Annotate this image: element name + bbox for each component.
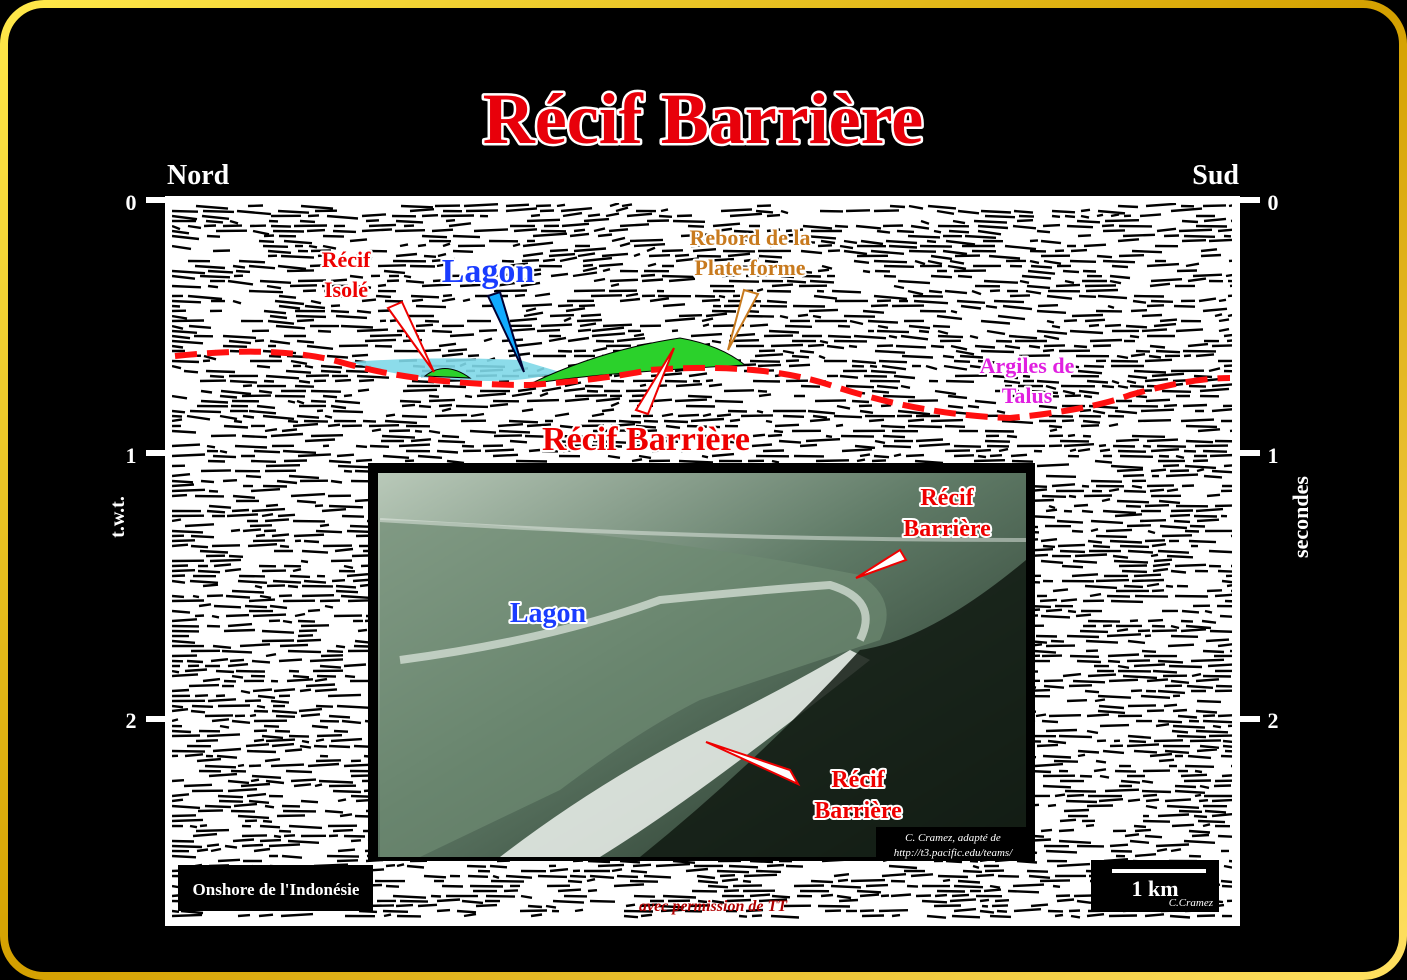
location-label: Onshore de l'Indonésie — [193, 880, 360, 899]
photo-label-lagon: Lagon — [510, 598, 587, 629]
tick-0-right: 0 — [1268, 190, 1279, 215]
isolated-reef-body — [423, 368, 472, 379]
right-axis: 0 1 2 secondes — [1240, 190, 1313, 733]
label-rebord-2: Plate-forme — [694, 255, 805, 280]
direction-north: Nord — [167, 160, 230, 191]
label-argiles-2: Talus — [1002, 383, 1053, 408]
photo-credit-1: C. Cramez, adapté de — [905, 832, 1001, 844]
page-title: Récif Barrière — [483, 79, 923, 159]
arrow-photo-top — [855, 548, 908, 579]
arrow-recif-barriere — [634, 347, 675, 416]
permission-note: avec permission de TT — [639, 898, 788, 915]
label-recif-isole-1: Récif — [322, 247, 372, 272]
arrow-photo-bottom — [705, 741, 801, 787]
arrow-rebord — [727, 288, 760, 351]
arrow-lagon — [486, 290, 525, 373]
aerial-photo-inset: Récif Barrière Lagon Récif Barrière C. C… — [368, 463, 1035, 861]
photo-label-recif-bottom-1: Récif — [831, 767, 885, 793]
photo-label-recif-top-1: Récif — [920, 485, 974, 511]
horizon-line — [174, 348, 1231, 422]
photo-label-recif-top-2: Barrière — [903, 516, 991, 542]
label-rebord-1: Rebord de la — [690, 225, 811, 250]
tick-2-right: 2 — [1268, 708, 1279, 733]
label-recif-isole-2: Isolé — [324, 277, 368, 302]
scale-bar — [1112, 869, 1206, 873]
location-box — [178, 865, 373, 911]
tick-1-right: 1 — [1268, 443, 1279, 468]
tick-2-left: 2 — [126, 708, 137, 733]
direction-south: Sud — [1192, 160, 1239, 191]
label-lagon-seismic: Lagon — [442, 253, 535, 290]
label-argiles-1: Argiles de — [980, 353, 1075, 378]
left-axis: 0 1 2 t.w.t. — [107, 190, 166, 733]
author-signature: C.Cramez — [1169, 897, 1214, 909]
tick-0-left: 0 — [126, 190, 137, 215]
scale-bar-box — [1091, 860, 1219, 912]
scale-bar-label: 1 km — [1131, 876, 1178, 901]
axis-label-right: secondes — [1288, 476, 1313, 558]
photo-credit-2: http://t3.pacific.edu/teams/ — [894, 847, 1013, 859]
label-recif-barriere-seismic: Récif Barrière — [542, 421, 750, 458]
photo-label-recif-bottom-2: Barrière — [814, 798, 902, 824]
axis-label-left: t.w.t. — [107, 496, 129, 538]
arrow-recif-isole — [386, 300, 435, 373]
tick-1-left: 1 — [126, 443, 137, 468]
